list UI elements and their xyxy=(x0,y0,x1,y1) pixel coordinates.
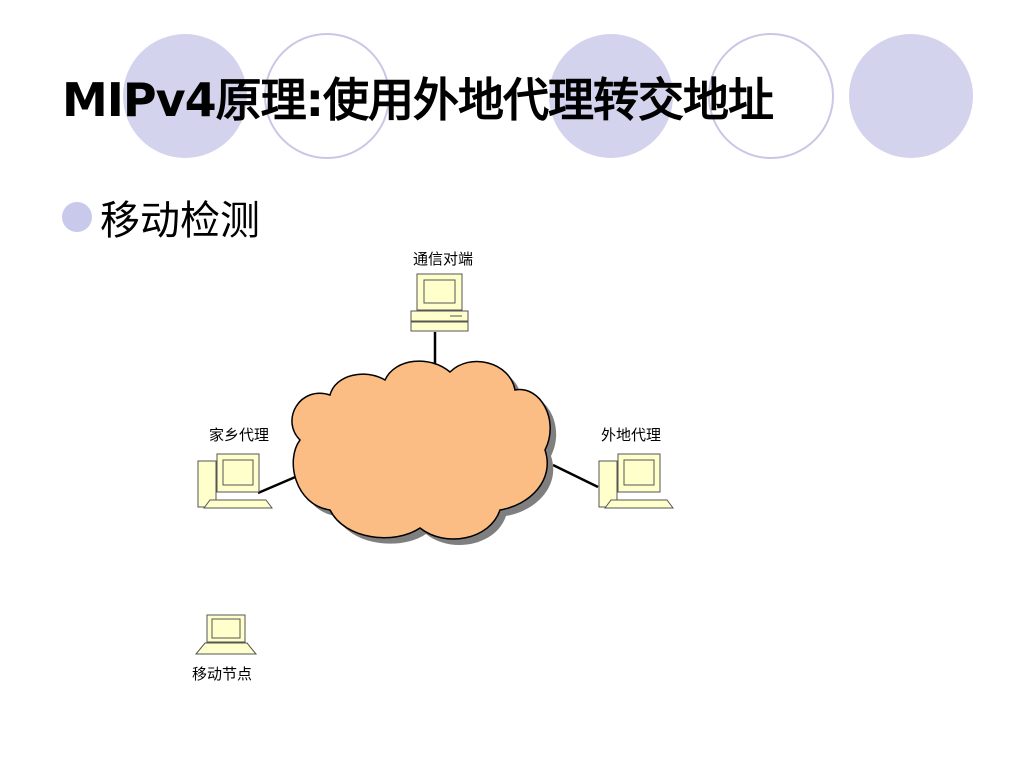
correspondent-computer-icon xyxy=(410,273,469,332)
bullet-dot-icon xyxy=(62,202,92,232)
mobile-node-label: 移动节点 xyxy=(192,665,253,683)
foreign-agent-computer-icon xyxy=(598,453,674,509)
decor-circle-5 xyxy=(849,34,973,158)
bullet-text: 移动检测 xyxy=(100,198,260,244)
link-home-agent xyxy=(257,473,301,495)
decor-circle-2 xyxy=(264,33,390,159)
decor-circle-3 xyxy=(549,34,673,158)
correspondent-label: 通信对端 xyxy=(413,250,474,268)
decor-circle-4 xyxy=(708,33,834,159)
mobile-node-laptop-icon xyxy=(194,614,258,655)
decor-circle-1 xyxy=(123,34,247,158)
network-cloud-icon xyxy=(291,360,557,546)
decorative-circles xyxy=(123,33,973,159)
home-agent-label: 家乡代理 xyxy=(209,426,270,444)
slide-title: MIPv4原理:使用外地代理转交地址 xyxy=(62,73,774,127)
bullet-item: 移动检测 xyxy=(62,188,260,246)
foreign-agent-label: 外地代理 xyxy=(601,426,662,444)
home-agent-computer-icon xyxy=(197,453,273,509)
link-foreign-agent xyxy=(552,463,599,489)
